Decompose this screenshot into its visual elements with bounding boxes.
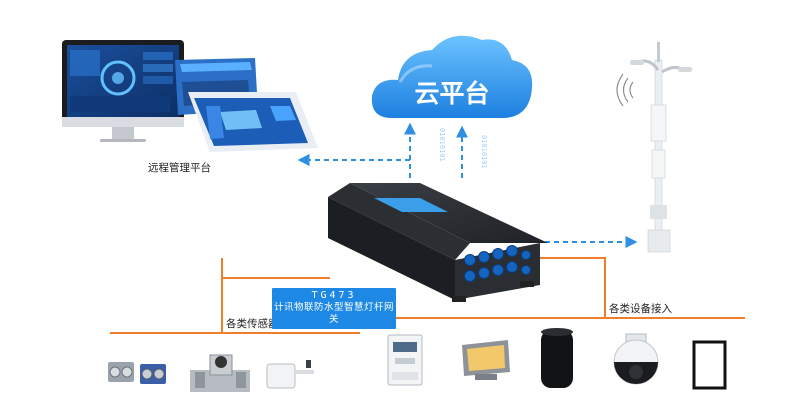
gateway-name: 计讯物联防水型智慧灯杆网关 bbox=[273, 302, 394, 325]
cloud-icon bbox=[371, 35, 533, 118]
device-access-label: 各类设备接入 bbox=[609, 302, 672, 315]
ptz-camera-icon bbox=[613, 333, 659, 385]
remote-platform-label: 远程管理平台 bbox=[148, 161, 211, 174]
speaker-icon bbox=[541, 328, 573, 388]
monitor-icon bbox=[62, 40, 184, 142]
electric-meter-icon bbox=[387, 334, 423, 386]
gateway-model-label: TG473 计讯物联防水型智慧灯杆网关 bbox=[272, 288, 396, 329]
device-bus-line bbox=[360, 257, 745, 319]
dashboard-screens-icon bbox=[175, 58, 318, 152]
link-arrows bbox=[297, 122, 638, 248]
ultrasonic-sensor-icon bbox=[108, 362, 166, 384]
gateway-device-icon bbox=[328, 183, 548, 302]
cloud-label: 云平台 bbox=[414, 79, 489, 108]
wifi-signal-icon bbox=[616, 73, 634, 107]
duct-sensor-icon bbox=[266, 360, 314, 389]
load-cell-icon bbox=[190, 354, 250, 392]
flood-light-icon bbox=[462, 340, 510, 380]
display-screen-icon bbox=[692, 340, 727, 390]
data-stream-left: 01010101 bbox=[438, 128, 446, 162]
gateway-model: TG473 bbox=[311, 290, 357, 301]
gateway-ports bbox=[464, 245, 531, 282]
data-stream-right: 01010101 bbox=[480, 135, 488, 169]
smart-pole-icon bbox=[630, 42, 692, 253]
sensor-bus-line bbox=[110, 258, 360, 334]
